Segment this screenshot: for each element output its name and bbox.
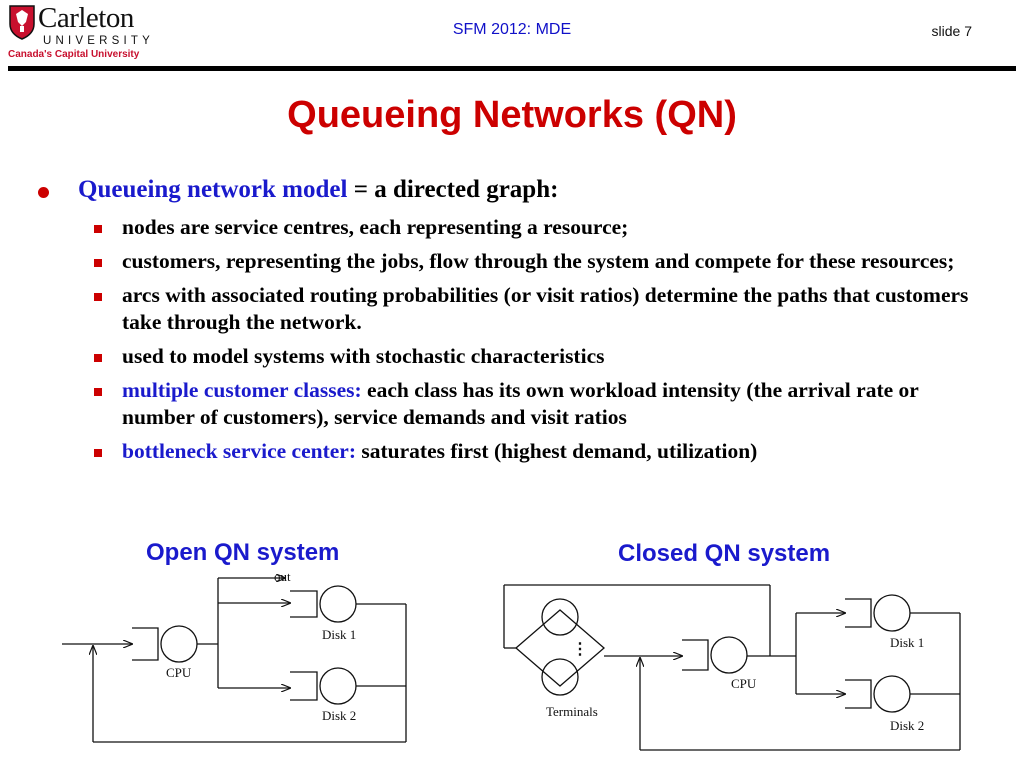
qn-diagrams: out CPU Disk 1 Disk 2 ⋮ Termin bbox=[62, 569, 961, 751]
open-qn-diagram bbox=[62, 578, 407, 743]
closed-cpu-label: CPU bbox=[731, 676, 757, 691]
open-cpu-server bbox=[160, 625, 198, 663]
main-bullet-term: Queueing network model bbox=[78, 176, 348, 203]
bullet-square-icon bbox=[94, 449, 102, 457]
open-disk1-label: Disk 1 bbox=[322, 627, 356, 642]
closed-terminals-label: Terminals bbox=[546, 704, 598, 719]
sub-bullet: arcs with associated routing probabiliti… bbox=[94, 282, 994, 336]
slide-number: slide 7 bbox=[931, 23, 972, 39]
sub-bullet-text: used to model systems with stochastic ch… bbox=[122, 344, 605, 368]
bullet-square-icon bbox=[94, 225, 102, 233]
course-header: SFM 2012: MDE bbox=[452, 21, 572, 38]
sub-bullet: bottleneck service center: saturates fir… bbox=[94, 438, 994, 465]
closed-cpu-server bbox=[710, 636, 748, 674]
closed-terminals-diamond bbox=[515, 609, 605, 687]
open-cpu-label: CPU bbox=[166, 665, 192, 680]
slide-title: Queueing Networks (QN) bbox=[287, 94, 737, 136]
sub-bullet: multiple customer classes: each class ha… bbox=[94, 377, 994, 431]
sub-bullet-list: nodes are service centres, each represen… bbox=[94, 214, 994, 472]
carleton-logo: Carleton UNIVERSITY Canada's Capital Uni… bbox=[8, 2, 158, 62]
bullet-dot-icon bbox=[38, 187, 49, 198]
closed-disk1-label: Disk 1 bbox=[890, 635, 924, 650]
logo-university: UNIVERSITY bbox=[43, 35, 155, 47]
closed-disk2-queue bbox=[845, 679, 872, 709]
bullet-square-icon bbox=[94, 388, 102, 396]
open-disk1-queue bbox=[290, 590, 318, 618]
closed-terminal-top bbox=[541, 598, 579, 636]
sub-bullet-lead: multiple customer classes: bbox=[122, 378, 368, 402]
sub-bullet: customers, representing the jobs, flow t… bbox=[94, 248, 994, 275]
bullet-square-icon bbox=[94, 259, 102, 267]
open-out-label: out bbox=[274, 569, 291, 584]
sub-bullet-lead: bottleneck service center: bbox=[122, 439, 362, 463]
open-disk1-server bbox=[319, 585, 357, 623]
closed-disk2-label: Disk 2 bbox=[890, 718, 924, 733]
logo-tagline: Canada's Capital University bbox=[8, 49, 140, 60]
sub-bullet-text: customers, representing the jobs, flow t… bbox=[122, 249, 955, 273]
closed-terminal-bottom bbox=[541, 658, 579, 696]
open-disk2-queue bbox=[290, 671, 318, 701]
sub-bullet: nodes are service centres, each represen… bbox=[94, 214, 994, 241]
sub-bullet-text: each class has its own workload intensit… bbox=[122, 378, 919, 429]
open-disk2-server bbox=[319, 667, 357, 705]
open-cpu-queue bbox=[132, 627, 159, 661]
carleton-crest-icon bbox=[9, 5, 35, 40]
logo-wordmark: Carleton bbox=[38, 2, 134, 34]
closed-terminal-ellipsis: ⋮ bbox=[572, 641, 588, 658]
main-bullet-definition: = a directed graph: bbox=[347, 176, 559, 203]
open-disk2-label: Disk 2 bbox=[322, 708, 356, 723]
closed-disk2-server bbox=[873, 675, 911, 713]
sub-bullet-text: arcs with associated routing probabiliti… bbox=[122, 283, 969, 334]
closed-qn-diagram bbox=[503, 584, 961, 751]
sub-bullet: used to model systems with stochastic ch… bbox=[94, 343, 994, 370]
open-qn-title: Open QN system bbox=[146, 539, 340, 566]
closed-qn-title: Closed QN system bbox=[618, 540, 831, 567]
main-bullet-text: Queueing network model = a directed grap… bbox=[78, 176, 558, 204]
closed-disk1-queue bbox=[845, 598, 872, 628]
closed-disk1-server bbox=[873, 594, 911, 632]
bullet-square-icon bbox=[94, 293, 102, 301]
closed-cpu-queue bbox=[682, 639, 709, 671]
bullet-square-icon bbox=[94, 354, 102, 362]
sub-bullet-text: saturates first (highest demand, utiliza… bbox=[361, 439, 758, 463]
sub-bullet-text: nodes are service centres, each represen… bbox=[122, 215, 629, 239]
header-divider bbox=[8, 66, 1016, 71]
